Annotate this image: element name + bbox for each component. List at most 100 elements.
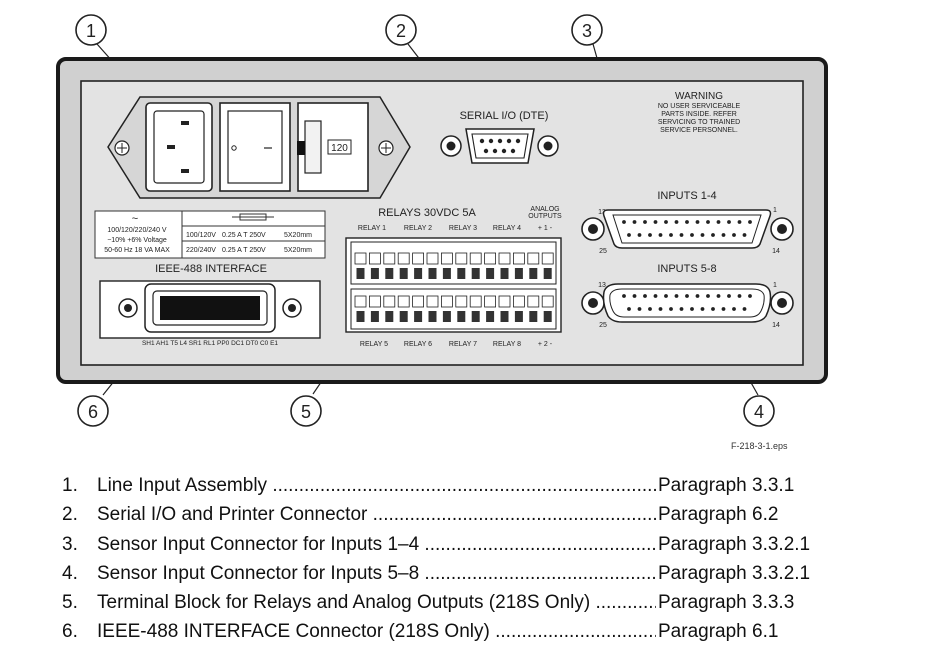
terminal-slot (484, 252, 497, 265)
terminal-screw (442, 268, 451, 279)
pin (690, 233, 694, 237)
serial-io-connector: SERIAL I/O (DTE) (436, 110, 566, 165)
legend-list: 1. Line Input Assembly Paragraph 3.3.1 2… (62, 471, 862, 647)
pin (716, 220, 721, 224)
pin (653, 294, 658, 298)
pin (627, 307, 631, 311)
svg-text:ANALOG: ANALOG (530, 206, 559, 213)
pin (690, 307, 694, 311)
terminal-screw (370, 268, 379, 279)
pin (679, 307, 684, 311)
terminal-slot (368, 295, 381, 308)
terminal-slot (440, 252, 453, 265)
svg-text:100/120V: 100/120V (186, 232, 216, 239)
terminal-screw (486, 311, 495, 322)
terminal-screw (385, 311, 394, 322)
pin (658, 233, 663, 237)
svg-text:NO USER SERVICEABLE: NO USER SERVICEABLE (658, 103, 741, 110)
ieee-interface-codes: SH1 AH1 T5 L4 SR1 RL1 PP0 DC1 DT0 C0 E1 (142, 340, 278, 347)
terminal-slot (469, 295, 482, 308)
svg-text:100/120/220/240 V: 100/120/220/240 V (107, 227, 166, 234)
svg-text:RELAY 3: RELAY 3 (449, 225, 477, 232)
relay-terminal-block: RELAYS 30VDC 5A ANALOG OUTPUTS RELAY 1 R… (345, 206, 562, 348)
figure-file-tag: F-218-3-1.eps (731, 441, 788, 451)
svg-text:5X20mm: 5X20mm (284, 247, 312, 254)
terminal-slot (469, 252, 482, 265)
terminal-screw (500, 268, 509, 279)
terminal-screw (529, 268, 538, 279)
terminal-screw (399, 311, 408, 322)
pin (732, 307, 736, 311)
legend-item-4: 4. Sensor Input Connector for Inputs 5–8… (62, 559, 862, 588)
inputs-1-4-connector: INPUTS 1-4 13 1 25 14 (581, 190, 794, 255)
pin (742, 307, 747, 311)
terminal-slot (383, 295, 396, 308)
svg-text:RELAY 6: RELAY 6 (404, 341, 432, 348)
pin (664, 294, 668, 298)
pin (622, 294, 626, 298)
pin (643, 294, 647, 298)
terminal-slot (455, 252, 468, 265)
legend-item-6: 6. IEEE-488 INTERFACE Connector (218S On… (62, 617, 862, 646)
callout-5: 5 (290, 395, 322, 427)
terminal-slot (412, 252, 425, 265)
terminal-slot (527, 252, 540, 265)
terminal-screw (543, 268, 552, 279)
svg-text:5X20mm: 5X20mm (284, 232, 312, 239)
svg-text:50-60 Hz 18 VA MAX: 50-60 Hz 18 VA MAX (104, 247, 170, 254)
pin (695, 294, 700, 298)
svg-text:RELAY 2: RELAY 2 (404, 225, 432, 232)
terminal-screw (486, 268, 495, 279)
terminal-slot (426, 252, 439, 265)
relay-terminals-bottom (354, 295, 554, 322)
ieee-488-connector: IEEE-488 INTERFACE SH1 AH1 T5 L4 SR1 RL1… (99, 263, 321, 347)
terminal-slot (440, 295, 453, 308)
pin (732, 233, 736, 237)
terminal-screw (529, 311, 538, 322)
pin (706, 220, 710, 224)
svg-text:RELAY 4: RELAY 4 (493, 225, 521, 232)
svg-text:RELAY 5: RELAY 5 (360, 341, 388, 348)
callout-4: 4 (743, 395, 775, 427)
pin (711, 307, 715, 311)
svg-text:SERVICING TO TRAINED: SERVICING TO TRAINED (658, 119, 740, 126)
inputs-5-8-connector: INPUTS 5-8 13 1 25 14 (581, 263, 794, 329)
terminal-slot (354, 295, 367, 308)
terminal-slot (455, 295, 468, 308)
legend-item-2: 2. Serial I/O and Printer Connector Para… (62, 500, 862, 529)
pin (748, 294, 752, 298)
pin (685, 294, 689, 298)
svg-text:1: 1 (773, 207, 777, 214)
terminal-screw (442, 311, 451, 322)
warning-label: WARNING NO USER SERVICEABLE PARTS INSIDE… (658, 91, 741, 134)
callout-6: 6 (77, 395, 109, 427)
svg-text:5: 5 (301, 402, 311, 422)
terminal-screw (399, 268, 408, 279)
svg-text:3: 3 (582, 21, 592, 41)
svg-text:13: 13 (598, 282, 606, 289)
terminal-screw (514, 311, 523, 322)
svg-text:25: 25 (599, 248, 607, 255)
terminal-screw (514, 268, 523, 279)
svg-text:RELAYS 30VDC 5A: RELAYS 30VDC 5A (378, 207, 476, 219)
terminal-slot (354, 252, 367, 265)
svg-text:4: 4 (754, 402, 764, 422)
pin (653, 220, 658, 224)
pin (664, 220, 668, 224)
svg-text:2: 2 (396, 21, 406, 41)
pin (669, 307, 673, 311)
svg-text:OUTPUTS: OUTPUTS (528, 213, 562, 220)
svg-text:0.25 A T 250V: 0.25 A T 250V (222, 247, 266, 254)
terminal-screw (543, 311, 552, 322)
pin (643, 220, 647, 224)
terminal-slot (412, 295, 425, 308)
pin (742, 233, 747, 237)
svg-text:+ 1 -: + 1 - (538, 225, 553, 232)
svg-text:RELAY 1: RELAY 1 (358, 225, 386, 232)
pin (637, 307, 642, 311)
terminal-slot (541, 252, 554, 265)
svg-text:SERIAL I/O (DTE): SERIAL I/O (DTE) (460, 110, 549, 122)
svg-text:14: 14 (772, 322, 780, 329)
svg-text:SERVICE PERSONNEL.: SERVICE PERSONNEL. (660, 127, 738, 134)
pin (737, 220, 742, 224)
